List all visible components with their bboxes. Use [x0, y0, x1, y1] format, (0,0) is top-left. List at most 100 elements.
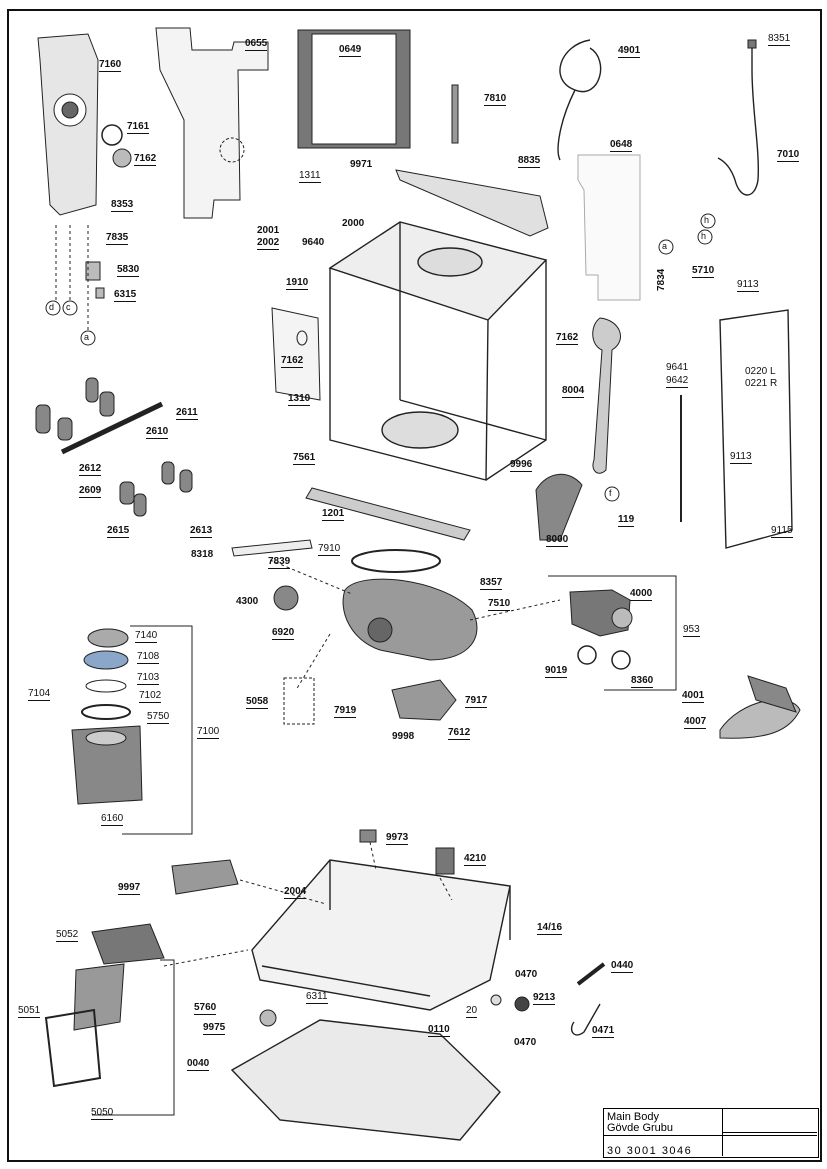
label-1910: 1910: [286, 277, 309, 290]
label-2001: 2001: [257, 225, 280, 236]
callout-d: d: [49, 302, 55, 312]
callout-a-left: a: [84, 332, 90, 342]
label-8353: 8353: [111, 199, 134, 212]
label-9113b: 9113: [730, 451, 752, 464]
label-9998: 9998: [392, 731, 415, 742]
label-6920: 6920: [272, 627, 295, 640]
group-953-bracket: [548, 575, 677, 691]
label-4300: 4300: [236, 596, 259, 607]
label-0649: 0649: [339, 44, 362, 57]
label-4901: 4901: [618, 45, 641, 58]
label-2610: 2610: [146, 426, 169, 439]
part-8000-arm: [535, 473, 583, 541]
label-2612: 2612: [79, 463, 102, 476]
part-7162-wheel: [112, 148, 132, 168]
part-5052-housing: [91, 923, 165, 965]
part-9213-wheel: [514, 996, 530, 1012]
label-0470b: 0470: [514, 1037, 537, 1048]
label-7162c: 7162: [556, 332, 579, 345]
label-9641: 9641: [666, 362, 689, 373]
label-7010: 7010: [777, 149, 800, 162]
part-4901-hose: [557, 39, 602, 161]
callout-c: c: [66, 302, 71, 312]
label-7108: 7108: [137, 651, 160, 664]
label-7103: 7103: [137, 672, 160, 685]
part-7161-ring: [101, 124, 123, 146]
label-7162a: 7162: [134, 153, 157, 166]
callout-h-lower: h: [701, 231, 707, 241]
part-7010-cable: [717, 48, 760, 196]
label-4001: 4001: [682, 690, 705, 703]
label-7161: 7161: [127, 121, 150, 134]
label-8318: 8318: [191, 549, 214, 560]
title-line-1: Main Body: [607, 1111, 659, 1123]
label-7102: 7102: [139, 690, 162, 703]
label-2615: 2615: [107, 525, 130, 538]
part-9973-clip: [359, 829, 377, 843]
part-9971-rail: [395, 169, 549, 237]
label-1311: 1311: [299, 170, 321, 183]
label-6160: 6160: [101, 813, 124, 826]
part-5058-box: [283, 677, 315, 725]
label-0471: 0471: [592, 1025, 615, 1038]
label-0440: 0440: [611, 960, 634, 973]
part-4000-pump: [569, 589, 633, 637]
label-7917: 7917: [465, 695, 488, 708]
label-7919: 7919: [334, 705, 357, 718]
callout-f: f: [609, 488, 612, 498]
part-7810-rod: [451, 84, 459, 144]
label-5051: 5051: [18, 1005, 41, 1018]
label-9113a: 9113: [737, 279, 759, 292]
label-9973: 9973: [386, 832, 409, 845]
part-8360-clamp: [611, 650, 631, 670]
part-7910-gasket: [351, 549, 441, 573]
label-9019: 9019: [545, 665, 568, 678]
part-2004-base-frame: [251, 859, 511, 1011]
title-block: Main Body Gövde Grubu 30 3001 3046: [603, 1108, 819, 1158]
label-7140: 7140: [135, 630, 158, 643]
label-7835: 7835: [106, 232, 129, 245]
label-1416: 14/16: [537, 922, 563, 935]
part-8004-arm: [592, 317, 622, 474]
part-9975-disc: [259, 1009, 277, 1027]
label-8357: 8357: [480, 577, 503, 590]
label-0040: 0040: [187, 1058, 210, 1071]
label-5050: 5050: [91, 1107, 114, 1120]
part-9998-valve: [391, 679, 457, 721]
drawing-code: 30 3001 3046: [607, 1145, 693, 1157]
label-2000: 2000: [342, 218, 365, 229]
label-6311: 6311: [306, 991, 328, 1004]
part-5051-board: [73, 963, 125, 1031]
part-7108-filter: [83, 650, 129, 670]
part-2610-bar: [60, 401, 164, 455]
label-4000: 4000: [630, 588, 653, 601]
label-7100: 7100: [197, 726, 220, 739]
label-7910: 7910: [318, 543, 341, 556]
label-2002: 2002: [257, 237, 280, 250]
part-4210-valve: [435, 847, 455, 875]
label-7104: 7104: [28, 688, 51, 701]
dashed-leaders-left: [55, 225, 89, 330]
label-7162b: 7162: [281, 355, 304, 368]
label-5052: 5052: [56, 929, 79, 942]
label-2611: 2611: [176, 407, 198, 420]
label-0221: 0221 R: [745, 378, 778, 389]
label-119: 119: [618, 514, 635, 527]
label-5760: 5760: [194, 1002, 217, 1015]
label-4007: 4007: [684, 716, 707, 729]
label-0655: 0655: [245, 38, 268, 51]
label-5830: 5830: [117, 264, 140, 277]
part-7839-strip: [231, 539, 313, 557]
part-4007-cover: [719, 699, 801, 739]
part-5050-frame: [44, 1008, 102, 1088]
label-1201: 1201: [322, 508, 345, 521]
label-20: 20: [466, 1005, 478, 1018]
part-0649-insulation: [297, 29, 411, 149]
callout-a-right: a: [662, 241, 668, 251]
part-2000-tub: [328, 221, 548, 481]
part-7160-bracket: [37, 33, 99, 216]
part-0040-base: [230, 1019, 501, 1141]
title-line-2: Gövde Grubu: [607, 1122, 674, 1134]
part-0470-disc: [490, 994, 502, 1006]
